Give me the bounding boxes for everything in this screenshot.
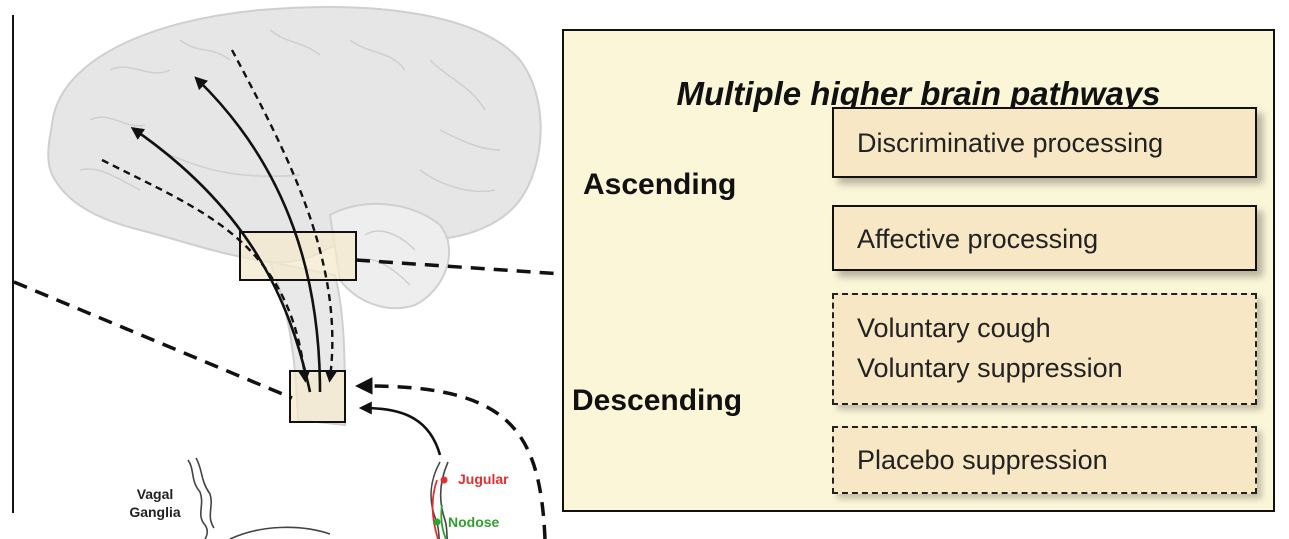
jugular-fiber — [431, 479, 439, 539]
ascending-label: Ascending — [583, 168, 737, 201]
brainstem-highlight-box — [289, 370, 346, 423]
vagal-nerve-sketch — [187, 457, 449, 539]
connector-left-diagonal — [13, 280, 293, 400]
placebo-suppression-text: Placebo suppression — [857, 445, 1108, 475]
brain-sulci — [79, 29, 501, 286]
nodose-fiber — [440, 504, 447, 539]
connector-midbrain-to-panel — [355, 258, 563, 276]
descending-arrow-2 — [230, 49, 337, 383]
connector-ganglia-to-brainstem — [355, 377, 547, 539]
descending-label: Descending — [572, 384, 743, 417]
cerebellum-shape — [328, 202, 450, 310]
voluntary-box: Voluntary cough Voluntary suppression — [832, 293, 1257, 405]
discriminative-processing-box: Discriminative processing — [832, 107, 1257, 178]
descending-arrow-1 — [101, 158, 311, 383]
vagal-ganglia-label: Vagal Ganglia — [120, 485, 190, 521]
vagal-ganglia-text: Vagal Ganglia — [129, 486, 181, 520]
cerebrum-shape — [47, 6, 542, 264]
vagal-input-arrow — [358, 401, 442, 456]
nodose-ganglion-dot — [433, 518, 441, 526]
affective-processing-box: Affective processing — [832, 205, 1257, 271]
discriminative-processing-text: Discriminative processing — [857, 128, 1164, 158]
jugular-ganglion-dot — [440, 476, 448, 484]
ascending-arrow-2 — [194, 76, 322, 393]
nodose-label: Nodose — [448, 514, 500, 530]
affective-processing-text: Affective processing — [857, 224, 1099, 254]
jugular-label: Jugular — [458, 471, 509, 487]
placebo-suppression-box: Placebo suppression — [832, 426, 1257, 494]
panel-title: Multiple higher brain pathways — [676, 75, 1161, 112]
voluntary-text: Voluntary cough Voluntary suppression — [857, 313, 1123, 383]
